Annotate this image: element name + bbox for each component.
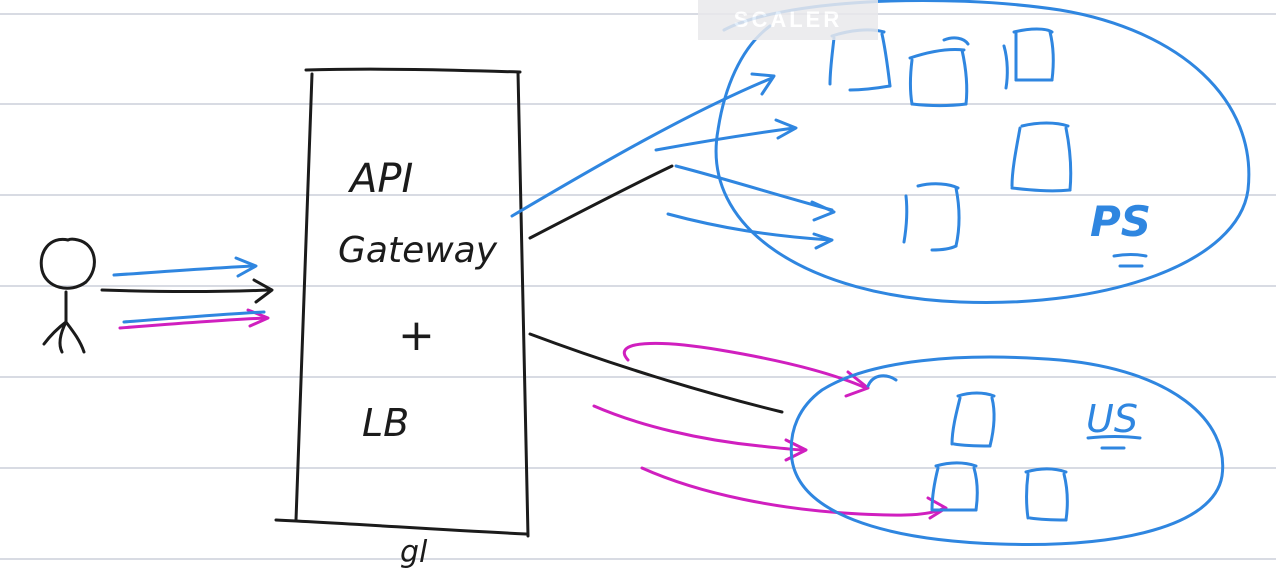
gateway-plus-label: +: [398, 310, 435, 361]
us-server-box-icon: [930, 461, 979, 512]
ps-server-box-icon: [908, 36, 970, 107]
us-label: US: [1086, 397, 1138, 441]
us-label-group: US: [1086, 397, 1142, 450]
api-gateway-box: [274, 67, 530, 538]
ps-label: PS: [1090, 197, 1151, 246]
ps-server-box-icon: [1010, 121, 1073, 193]
ps-server-box-icon: [902, 182, 961, 252]
us-cluster: [789, 355, 1225, 546]
ps-servers: [828, 27, 1073, 252]
us-servers: [930, 391, 1069, 522]
ps-cluster: [714, 0, 1251, 305]
request-arrow-blue-2: [122, 310, 266, 324]
gateway-to-us-line: [528, 332, 784, 414]
user-stick-figure-icon: [39, 237, 96, 354]
gateway-api-label: API: [347, 156, 413, 202]
gateway-to-ps-line: [528, 164, 674, 240]
ps-label-group: PS: [1090, 197, 1151, 268]
gateway-text: API Gateway + LB gl: [338, 156, 498, 570]
ps-server-box-icon: [1002, 27, 1055, 90]
scaler-watermark: SCALER: [698, 0, 878, 40]
us-server-box-icon: [1024, 467, 1069, 522]
ruled-lines: [0, 13, 1276, 560]
gateway-lb-label: LB: [362, 401, 409, 445]
gateway-bottom-mark: gl: [400, 535, 428, 570]
request-arrow-black: [100, 278, 274, 304]
us-arrows: [592, 341, 948, 520]
ps-arrows: [510, 72, 836, 250]
us-server-box-icon: [950, 391, 996, 448]
request-arrow-blue: [112, 256, 258, 278]
gateway-name-label: Gateway: [338, 230, 498, 271]
